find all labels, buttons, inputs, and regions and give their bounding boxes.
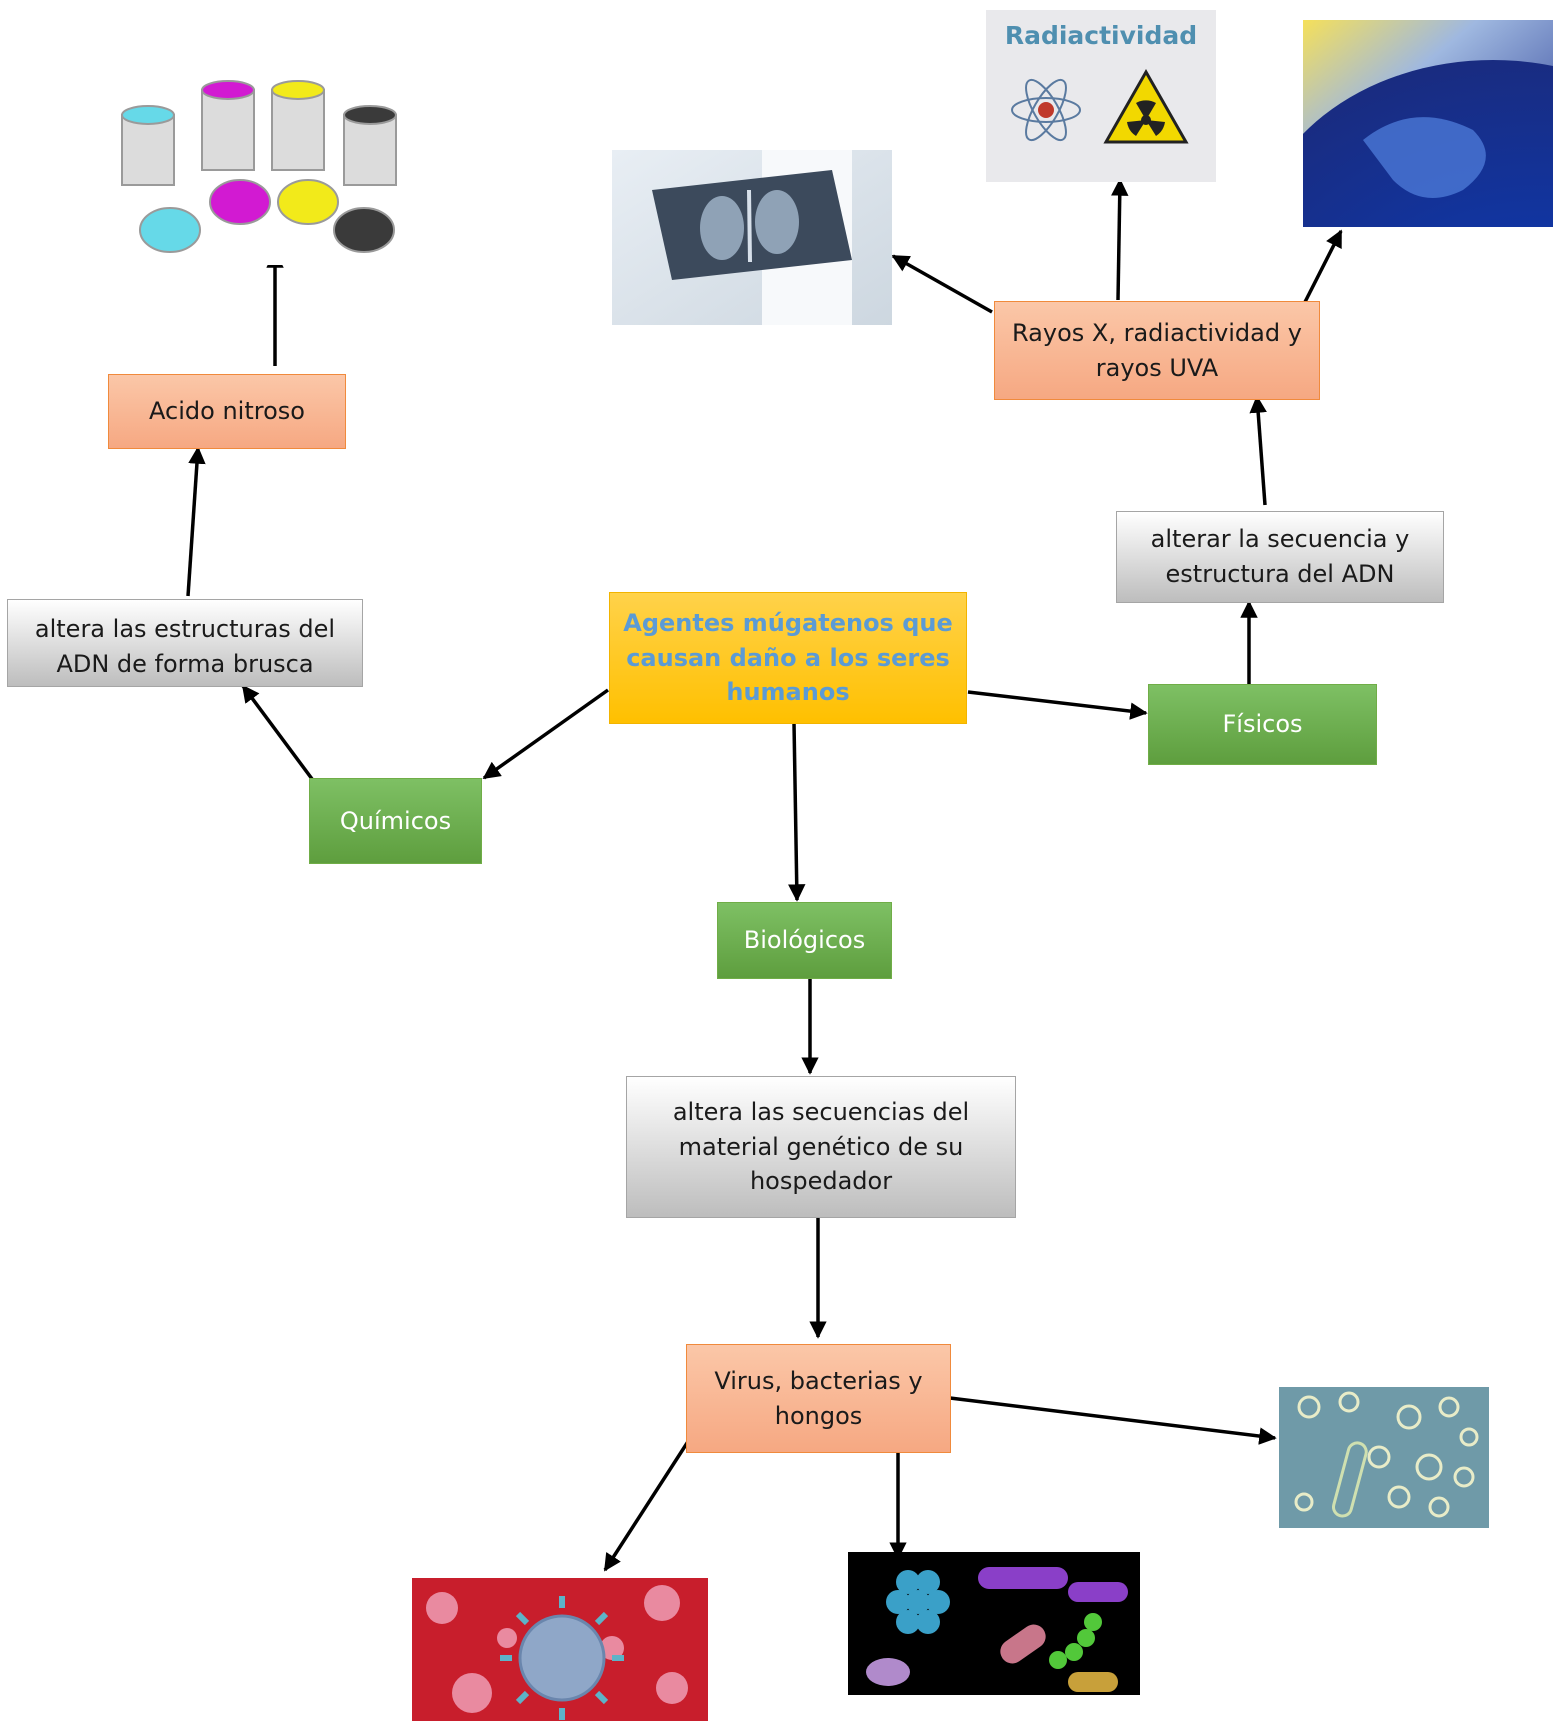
- arrow-effect-to-acido: [186, 446, 206, 597]
- arrow-rayos-to-xray: [891, 254, 993, 314]
- virus-icon: [412, 1578, 708, 1721]
- effect-fisicos-label: alterar la secuencia y estructura del AD…: [1150, 525, 1410, 588]
- radiation-icon: Radiactividad: [986, 10, 1216, 182]
- example-quimicos-label: Acido nitroso: [149, 397, 305, 426]
- effect-quimicos-label: altera las estructuras del ADN de forma …: [34, 615, 336, 678]
- xray-icon: [612, 150, 892, 325]
- bacteria-icon: [848, 1552, 1140, 1695]
- earth-icon: [1303, 20, 1553, 227]
- fungi-icon: [1279, 1387, 1489, 1528]
- category-biologicos: Biológicos: [717, 902, 892, 979]
- central-topic-label: Agentes múgatenos que causan daño a los …: [623, 608, 953, 707]
- category-fisicos-label: Físicos: [1222, 710, 1303, 739]
- example-biologicos-label: Virus, bacterias y hongos: [714, 1366, 923, 1430]
- paint-cans-icon: [112, 80, 408, 265]
- example-fisicos: Rayos X, radiactividad y rayos UVA: [994, 301, 1320, 400]
- category-biologicos-label: Biológicos: [743, 926, 866, 955]
- arrow-effect-to-rayos: [1249, 395, 1267, 506]
- category-quimicos-label: Químicos: [339, 806, 452, 835]
- arrow-group-to-fungi: [949, 1396, 1277, 1445]
- category-fisicos: Físicos: [1148, 684, 1377, 765]
- effect-biologicos: altera las secuencias del material genét…: [626, 1076, 1016, 1218]
- arrow-quimicos-to-effect: [241, 684, 320, 789]
- effect-biologicos-label: altera las secuencias del material genét…: [672, 1097, 970, 1196]
- category-quimicos: Químicos: [309, 778, 482, 864]
- arrow-center-to-biologicos: [787, 722, 806, 902]
- effect-quimicos: altera las estructuras del ADN de forma …: [7, 599, 363, 687]
- radiation-title: Radiactividad: [1005, 21, 1197, 50]
- arrow-group-to-virus: [603, 1439, 691, 1572]
- arrow-rayos-to-radiation: [1110, 178, 1129, 301]
- example-biologicos: Virus, bacterias y hongos: [686, 1344, 951, 1453]
- arrow-center-to-quimicos: [482, 688, 610, 780]
- arrow-rayos-to-earth: [1303, 229, 1343, 303]
- example-fisicos-label: Rayos X, radiactividad y rayos UVA: [1012, 318, 1302, 382]
- arrow-center-to-fisicos: [967, 690, 1148, 720]
- effect-fisicos: alterar la secuencia y estructura del AD…: [1116, 511, 1444, 603]
- central-topic: Agentes múgatenos que causan daño a los …: [609, 592, 967, 724]
- example-quimicos: Acido nitroso: [108, 374, 346, 449]
